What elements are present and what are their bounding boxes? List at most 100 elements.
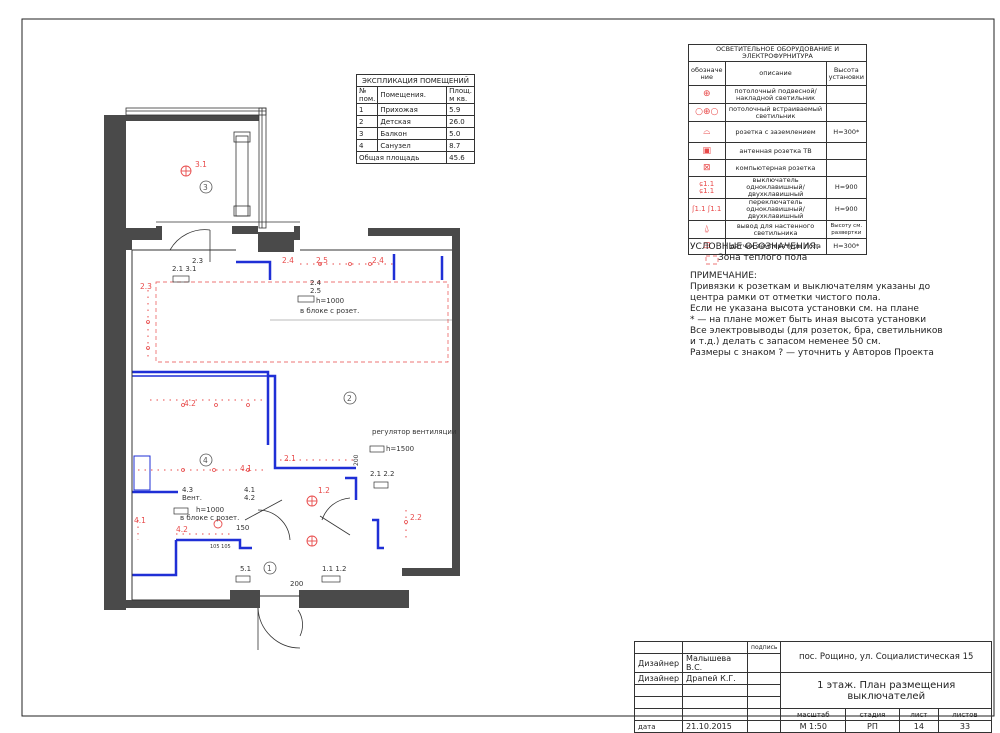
label-2-1-2-2: 2.1 2.2	[370, 470, 395, 478]
explication-table: ЭКСПЛИКАЦИЯ ПОМЕЩЕНИЙ № пом. Помещения. …	[355, 74, 475, 164]
legend-height: Высоту см. развертки	[825, 220, 868, 239]
outer-walls	[104, 115, 460, 610]
legend-desc: компьютерная розетка	[724, 159, 827, 177]
row-num: 3	[355, 127, 379, 140]
label-2-1-3-1: 2.1 3.1	[172, 265, 197, 273]
note-title: ПРИМЕЧАНИЕ:	[690, 271, 757, 281]
note-line: Привязки к розеткам и выключателям указа…	[690, 282, 931, 292]
row-num: 2	[355, 115, 379, 128]
label-2-3-red: 2.3	[140, 282, 152, 291]
label-block-a: в блоке с розет.	[300, 307, 359, 315]
computer-socket-icon: ⊠	[688, 159, 726, 177]
room-number-1: 1	[267, 564, 272, 573]
row-area: 8.7	[446, 139, 475, 152]
label-h1500: h=1500	[386, 445, 414, 453]
legend-desc: антенная розетка ТВ	[724, 142, 827, 160]
ceiling-light-icon	[180, 165, 318, 547]
scale-header: масштаб	[780, 708, 847, 721]
label-2-5-red: 2.5	[316, 256, 328, 265]
address: пос. Рощино, ул. Социалистическая 15	[780, 641, 992, 673]
label-2-4-red: 2.4	[282, 256, 294, 265]
legend-height	[825, 103, 868, 122]
label-4-1: 4.1	[244, 486, 255, 494]
label-2-4: 2.4	[310, 279, 322, 287]
designer1-name: Малышева В.С.	[682, 653, 749, 673]
doors	[169, 229, 351, 650]
label-1-1-1-2: 1.1 1.2	[322, 565, 347, 573]
total-value: 45.6	[446, 151, 475, 164]
row-name: Детская	[377, 115, 448, 128]
label-2-5: 2.5	[310, 287, 321, 295]
label-200-b: 200	[290, 580, 303, 588]
legend-desc: переключатель одноклавишный/двухклавишны…	[724, 198, 827, 221]
row-name: Санузел	[377, 139, 448, 152]
row-area: 5.9	[446, 103, 475, 116]
label-1-2-red: 1.2	[318, 486, 330, 495]
table-row: 2 Детская 26.0	[355, 115, 475, 128]
label-4-2-red: 4.2	[184, 399, 196, 408]
row-area: 26.0	[446, 115, 475, 128]
spot-light-icon	[146, 262, 408, 524]
room-markers	[199, 180, 357, 575]
partitions	[132, 254, 444, 577]
stage-header: стадия	[845, 708, 900, 721]
label-4-2: 4.2	[244, 494, 255, 502]
row-num: 1	[355, 103, 379, 116]
sheet-header: лист	[898, 708, 939, 721]
label-4-3: 4.3	[182, 486, 193, 494]
label-3-1: 3.1	[195, 160, 207, 169]
room-number-2: 2	[347, 394, 352, 403]
wall-light-icon: ⍙	[688, 220, 726, 239]
legend-col-desc: описание	[724, 61, 827, 86]
legend-desc: потолочный подвесной/накладной светильни…	[724, 85, 827, 104]
designer1-role: Дизайнер	[633, 653, 684, 673]
label-5-1: 5.1	[240, 565, 251, 573]
socket-icon: ⌓	[688, 121, 726, 143]
notes-block: УСЛОВНЫЕ ОБОЗНАЧЕНИЯ: Зона теплого пола …	[690, 242, 943, 359]
legend-row: ○⊕○потолочный встраиваемый светильник	[688, 103, 868, 122]
label-2-1-red: 2.1	[284, 454, 296, 463]
label-4-2-red-b: 4.2	[176, 525, 188, 534]
legend-height: H=900	[825, 176, 868, 199]
room-number-3: 3	[203, 183, 208, 192]
sheet-title: 1 этаж. План размещения выключателей	[780, 672, 992, 709]
designer2-name: Драпей К.Г.	[682, 672, 749, 685]
tv-socket-icon: ▣	[688, 142, 726, 160]
signature-label: подпись	[747, 641, 782, 654]
legend-height: H=300*	[825, 238, 868, 255]
label-4-1-red-b: 4.1	[134, 516, 146, 525]
row-name: Прихожая	[377, 103, 448, 116]
sheets-header: листов	[937, 708, 993, 721]
row-area: 5.0	[446, 127, 475, 140]
room-number-4: 4	[203, 456, 208, 465]
dimension-lines	[137, 263, 407, 540]
label-vent: Вент.	[182, 494, 202, 502]
label-2-2-red: 2.2	[410, 513, 422, 522]
note-line: центра рамки от отметки чистого пола.	[690, 293, 881, 303]
label-2-4-red-b: 2.4	[372, 256, 384, 265]
row-name: Балкон	[377, 127, 448, 140]
spot-light-icon: ○⊕○	[688, 103, 726, 122]
radiator	[233, 131, 251, 217]
note-line: Если не указана высота установки см. на …	[690, 304, 919, 314]
legend-desc: розетка с заземлением	[724, 121, 827, 143]
legend-col-height: Высота установки	[825, 61, 868, 86]
legend-row: ▣антенная розетка ТВ	[688, 142, 868, 160]
legend-height	[825, 142, 868, 160]
legend-height	[825, 85, 868, 104]
label-2-3: 2.3	[192, 257, 203, 265]
toggle-switch-icon: ʃ1.1 ʃ1.1	[688, 198, 726, 221]
total-label: Общая площадь	[355, 151, 448, 164]
legend-height: H=900	[825, 198, 868, 221]
switch-icon: ɕ1.1 ɕ1.1	[688, 176, 726, 199]
table-row: 3 Балкон 5.0	[355, 127, 475, 140]
table-row: 1 Прихожая 5.9	[355, 103, 475, 116]
label-regulator: регулятор вентиляции	[372, 428, 456, 436]
note-line: Размеры с знаком ? — уточнить у Авторов …	[690, 348, 934, 358]
note-line: Все электровыводы (для розеток, бра, све…	[690, 326, 943, 336]
